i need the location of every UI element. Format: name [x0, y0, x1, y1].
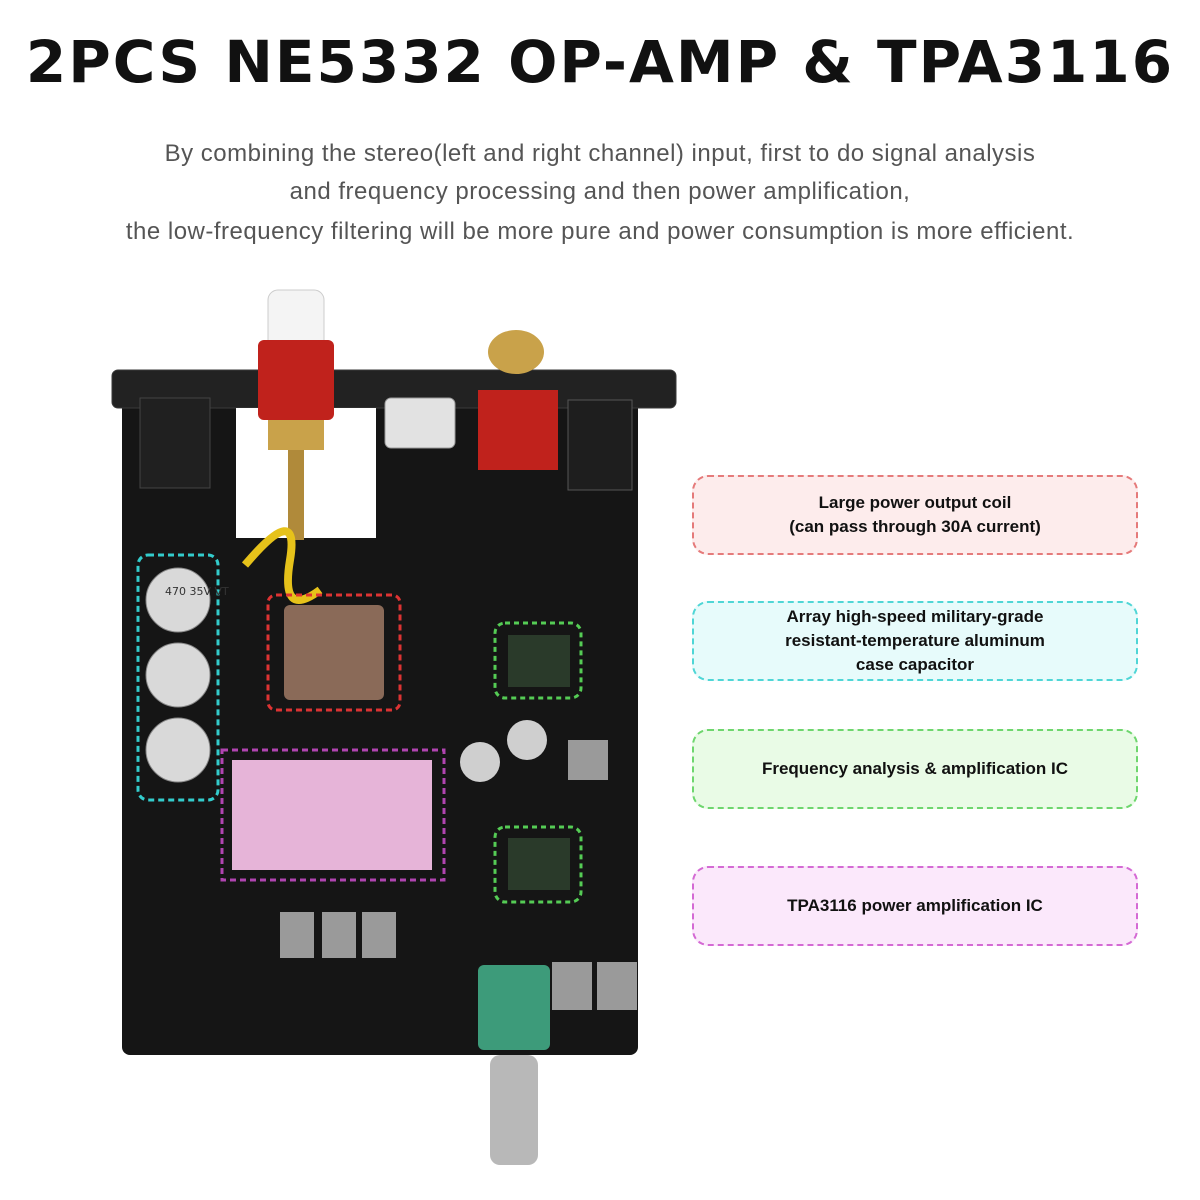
callout-tpa3116-text: TPA3116 power amplification IC	[787, 896, 1043, 915]
callout-output-coil-text: Large power output coil (can pass throug…	[789, 493, 1041, 536]
film-capacitor-3	[322, 912, 356, 958]
film-capacitor-4	[362, 912, 396, 958]
film-capacitor-2	[280, 912, 314, 958]
capacitor-highlight	[136, 553, 220, 802]
capacitor-1	[145, 567, 211, 633]
capacitor-1-label: 470 35V VT	[165, 585, 229, 598]
output-coil	[284, 605, 384, 700]
callout-capacitor-text: Array high-speed military-grade resistan…	[785, 607, 1045, 674]
opamp-ic-1	[508, 635, 570, 687]
heatsink-highlight	[220, 748, 446, 882]
binding-thread	[288, 450, 304, 540]
callout-capacitor: Array high-speed military-grade resistan…	[692, 601, 1138, 681]
volume-knob-shaft	[490, 1055, 538, 1165]
description-line-3: the low-frequency filtering will be more…	[125, 218, 1075, 245]
heatsink	[232, 760, 432, 870]
film-capacitor-5	[552, 962, 592, 1010]
small-capacitor-1	[460, 742, 500, 782]
callout-output-coil: Large power output coil (can pass throug…	[692, 475, 1138, 555]
power-switch	[384, 397, 456, 449]
red-binding-post	[258, 340, 334, 420]
red-rca-socket	[478, 390, 558, 470]
rca-jack	[488, 330, 544, 374]
opamp-1-highlight	[493, 621, 583, 700]
page-title: 2PCS NE5332 OP-AMP & TPA3116	[25, 28, 1175, 96]
capacitor-2	[145, 642, 211, 708]
capacitor-3	[145, 717, 211, 783]
aux-socket	[567, 399, 633, 491]
dc-jack	[139, 397, 211, 489]
opamp-ic-2	[508, 838, 570, 890]
callout-opamp: Frequency analysis & amplification IC	[692, 729, 1138, 809]
yellow-wire	[241, 527, 323, 604]
description-line-1: By combining the stereo(left and right c…	[164, 140, 1036, 167]
callout-opamp-text: Frequency analysis & amplification IC	[761, 759, 1069, 778]
description-line-2: and frequency processing and then power …	[289, 178, 911, 205]
callout-tpa3116: TPA3116 power amplification IC	[692, 866, 1138, 946]
film-capacitor-6	[597, 962, 637, 1010]
opamp-2-highlight	[493, 825, 583, 904]
film-capacitor-1	[568, 740, 608, 780]
brass-nut	[268, 420, 324, 450]
small-capacitor-2	[507, 720, 547, 760]
volume-pot	[478, 965, 550, 1050]
